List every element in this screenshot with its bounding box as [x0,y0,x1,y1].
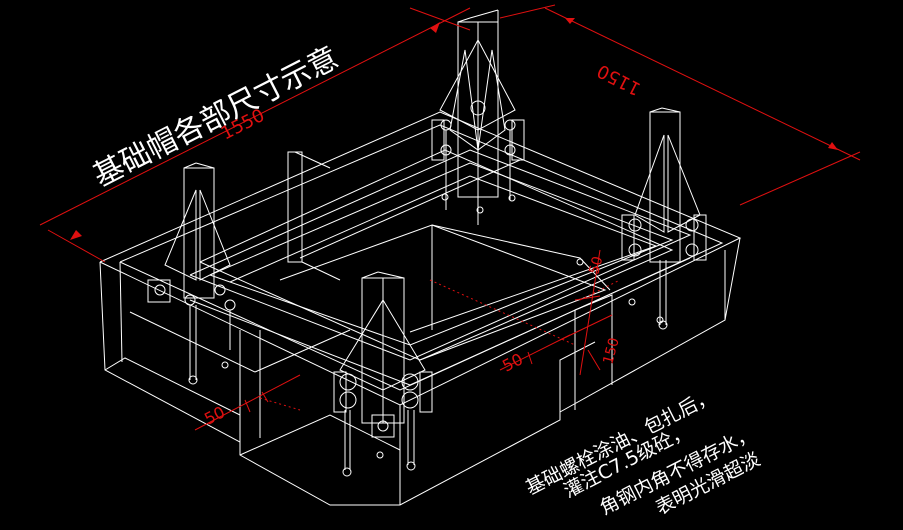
dimension-50-150-right [559,249,621,376]
dimension-1550 [39,7,471,263]
dimension-1150 [499,4,861,206]
dimension-label-50-right: 50 [586,255,606,276]
anchor-bolt-tower-front [333,271,433,477]
dimension-label-50-mid: 50 [499,349,526,375]
dimension-50-mid [429,279,576,371]
foundation-cap-box [99,111,742,506]
anchor-bolt-tower-left [147,162,236,385]
anchor-bolt-tower-right [621,107,707,330]
bolt-holes [221,193,664,459]
dimension-50-left [194,374,301,431]
angle-steel-frame [189,149,692,386]
dimension-label-150-right: 150 [600,336,622,366]
anchor-bolt-tower-back [431,9,525,225]
dimension-label-1150: 1150 [594,60,644,100]
